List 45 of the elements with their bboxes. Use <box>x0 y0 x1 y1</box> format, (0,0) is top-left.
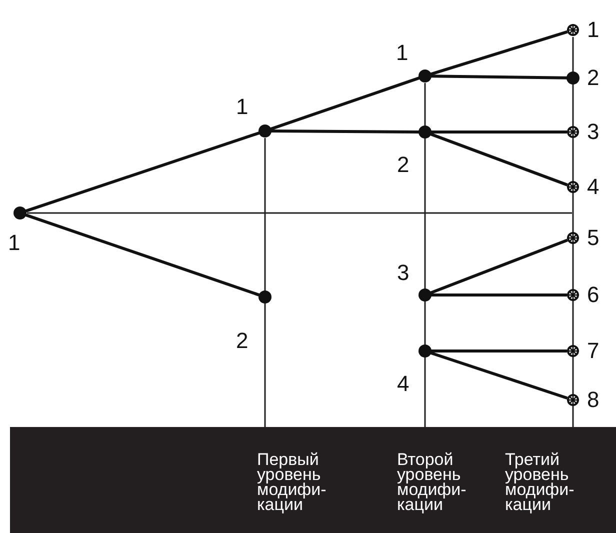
branch-line <box>430 238 568 294</box>
branch-line <box>25 214 260 296</box>
point-number: 1 <box>236 96 248 118</box>
point-number: 1 <box>396 42 408 64</box>
end-point <box>566 288 580 302</box>
branch-line <box>430 132 568 186</box>
branch-point <box>418 288 432 302</box>
branch-line <box>430 30 568 76</box>
branch-line <box>430 74 568 80</box>
branch-point <box>258 124 272 138</box>
branch-point <box>258 290 272 304</box>
end-point <box>566 231 580 245</box>
level-label: Третий уровень модифи- кации <box>505 452 576 512</box>
branch-point <box>13 206 27 220</box>
end-point <box>566 344 580 358</box>
point-number: 2 <box>587 67 600 89</box>
point-number: 5 <box>587 227 600 249</box>
end-point <box>566 180 580 194</box>
point-number: 4 <box>397 373 410 395</box>
point-number: 3 <box>397 262 410 284</box>
branch-line <box>431 350 567 352</box>
branch-line <box>25 131 260 213</box>
point-number: 2 <box>397 154 410 176</box>
branch-point <box>418 344 432 358</box>
point-number: 1 <box>8 232 20 254</box>
point-number: 6 <box>587 284 600 306</box>
point-number: 2 <box>236 330 248 352</box>
branch-line <box>271 130 419 134</box>
point-number: 7 <box>587 340 600 362</box>
end-point <box>566 393 580 407</box>
branch-line <box>430 351 568 400</box>
end-point <box>566 125 580 139</box>
level-label: Второй уровень модифи- кации <box>397 452 468 512</box>
level-label: Первый уровень модифи- кации <box>257 452 328 512</box>
branch-line <box>431 294 567 296</box>
end-point <box>566 23 580 37</box>
branch-point <box>418 69 432 83</box>
point-number: 8 <box>587 389 600 411</box>
point-number: 1 <box>587 19 600 41</box>
branch-line <box>270 76 420 130</box>
branch-line <box>431 130 567 134</box>
point-number: 4 <box>587 176 600 198</box>
branch-point <box>418 125 432 139</box>
point-number: 3 <box>587 121 600 143</box>
branch-point <box>566 71 580 85</box>
